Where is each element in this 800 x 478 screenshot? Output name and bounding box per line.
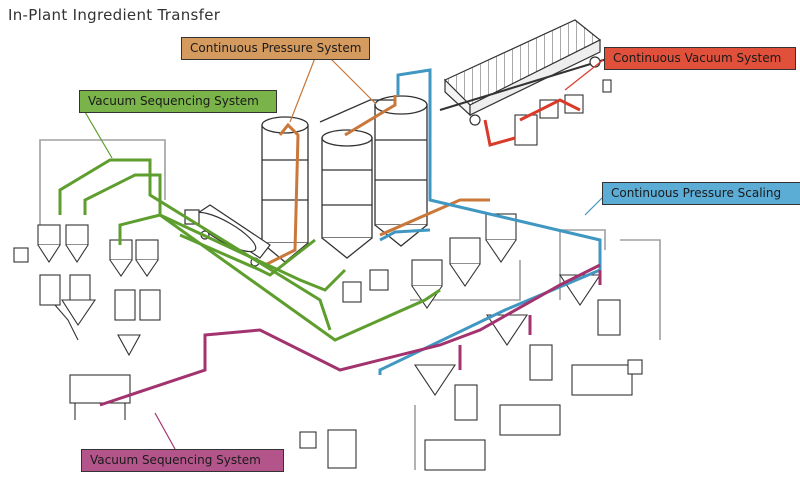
left-station: [13, 224, 161, 420]
leader-lines: [84, 57, 604, 450]
callout-vacuum-sequencing-system-bottom: Vacuum Sequencing System: [81, 449, 284, 472]
red-pipes: [483, 98, 581, 147]
grey-lines: [39, 139, 661, 470]
page-title: In-Plant Ingredient Transfer: [8, 6, 221, 24]
tanker-truck: [184, 204, 271, 267]
vacuum-equipment: [514, 79, 612, 146]
callout-vacuum-sequencing-system: Vacuum Sequencing System: [79, 90, 277, 113]
silos: [261, 95, 428, 263]
orange-pipes: [264, 95, 490, 267]
hoppers: [299, 213, 517, 469]
callout-continuous-vacuum-system: Continuous Vacuum System: [604, 47, 796, 70]
green-pipes: [58, 158, 441, 342]
callout-continuous-pressure-scaling: Continuous Pressure Scaling: [602, 182, 800, 205]
purple-pipes: [99, 263, 602, 407]
callout-continuous-pressure-system: Continuous Pressure System: [181, 37, 370, 60]
railcar: [439, 19, 621, 126]
right-station: [413, 274, 643, 471]
